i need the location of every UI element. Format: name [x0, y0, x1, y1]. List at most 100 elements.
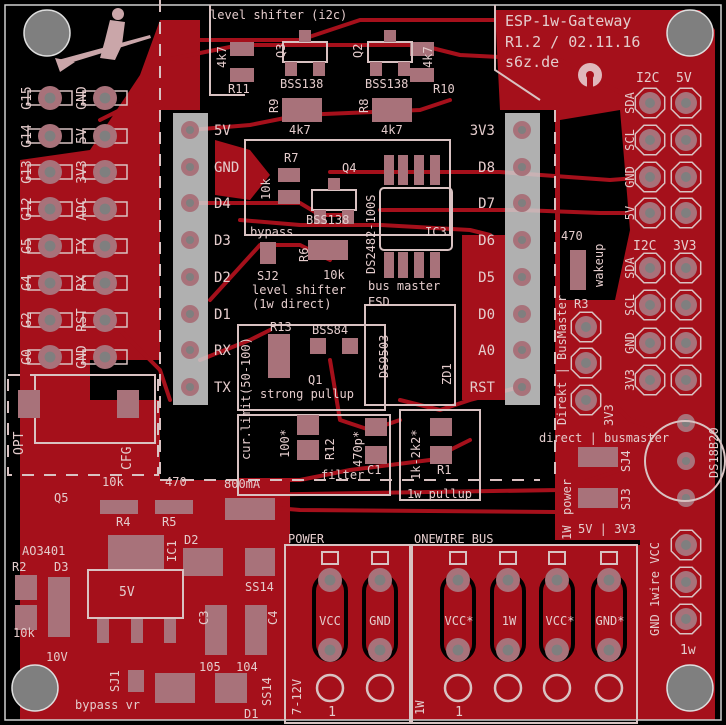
ic1-value: 5V	[119, 585, 135, 600]
c1-label: C1	[367, 463, 381, 477]
ic1-outline	[87, 569, 184, 619]
onewire-side-label: 1W	[413, 700, 427, 715]
r7-value: 10k	[259, 178, 273, 200]
onewire-header-pad-outline	[670, 529, 702, 561]
terminal-gnd: GND	[369, 614, 391, 628]
i2c-5v-5v: 5V	[623, 206, 637, 220]
smd-pad	[430, 418, 452, 436]
terminal-pin-marker	[548, 551, 566, 565]
ds9503-label: DS9503	[377, 335, 391, 378]
esp-right-pad-drill	[517, 125, 527, 135]
smd-pad	[430, 446, 452, 464]
sot23-pin	[384, 30, 396, 42]
smd-pad	[342, 338, 358, 354]
i2c-header-pad-outline	[634, 197, 666, 229]
esp-pin-tx: TX	[214, 380, 231, 396]
esp-right-pad-drill	[517, 345, 527, 355]
i2c-header-pad-drill	[645, 300, 655, 310]
label-gnd-2: GND	[75, 345, 90, 369]
opt-label: OPT	[12, 431, 27, 455]
smd-pad	[117, 390, 139, 418]
r6-value: 10k	[323, 268, 345, 282]
i2c-header-pad-outline	[634, 124, 666, 156]
terminal-pad-drill	[374, 574, 386, 586]
terminal-pad-drill	[502, 574, 514, 586]
i2c-header-pad-outline	[670, 289, 702, 321]
i2c-header-pad-drill	[645, 98, 655, 108]
ic3-outline	[379, 187, 453, 251]
i2c-header-pad-outline	[634, 87, 666, 119]
esp-left-pad-drill	[185, 309, 195, 319]
busmaster-jumper-pad-drill	[581, 395, 591, 405]
q2-value: BSS138	[365, 77, 408, 91]
mounting-holes	[11, 9, 714, 712]
smd-pad	[18, 390, 40, 418]
i2c-header-pad-drill	[645, 135, 655, 145]
esp-pin-labels: 5V GND D4 D3 D2 D1 RX TX 3V3 D8 D7 D6 D5…	[214, 123, 496, 396]
onewire-bus-title: ONEWIRE BUS	[414, 532, 493, 546]
terminal-pad-drill	[603, 574, 615, 586]
left-header-pad-drill	[99, 351, 111, 363]
smd-pad	[308, 240, 348, 260]
i2c-header-pad-drill	[645, 172, 655, 182]
r11-label: R11	[228, 82, 250, 96]
zd1-label: ZD1	[440, 363, 454, 385]
r5-label: R5	[162, 515, 176, 529]
i2c-header-pad-outline	[634, 161, 666, 193]
esp-pin-d2: D2	[214, 270, 231, 286]
i2c-header-pad-outline	[670, 327, 702, 359]
label-g2: G2	[20, 312, 35, 328]
smd-pad	[297, 440, 319, 460]
i2c-header-pad-outline	[670, 161, 702, 193]
esp-left-pad-drill	[185, 198, 195, 208]
label-g5: G5	[20, 238, 35, 254]
component-labels: level shifter (i2c) 4k7 R11 Q3 BSS138 R9…	[12, 8, 721, 721]
label-5v: 5V	[75, 128, 90, 144]
r5-value: 470	[165, 475, 187, 489]
q4-value: BSS138	[306, 213, 349, 227]
power-voltage-label: 7-12V	[290, 679, 304, 715]
ic3-label: IC3	[425, 225, 447, 239]
terminal-pad-drill	[324, 644, 336, 656]
ic3-value: DS2482-100S	[364, 195, 378, 274]
ic1-label: IC1	[165, 540, 179, 562]
esp-pin-d6: D6	[478, 233, 495, 249]
d1-value: SS14	[260, 677, 274, 706]
i2c-header-pad-drill	[681, 98, 691, 108]
esp-pin-d0: D0	[478, 307, 495, 323]
esp-pin-3v3: 3V3	[470, 123, 495, 139]
terminal-labels: POWER ONEWIRE BUS VCC GND VCC* 1W VCC* G…	[288, 532, 624, 720]
sj3-1w-label: 1W	[560, 525, 574, 540]
esp-right-pin-strip	[505, 113, 540, 405]
q4-label: Q4	[342, 161, 356, 175]
smd-pad	[410, 68, 434, 82]
smd-pad	[230, 68, 254, 82]
smd-pad	[15, 575, 37, 600]
label-rst: RST	[75, 308, 90, 332]
r2-label: R2	[12, 560, 26, 574]
left-header-pad-drill	[44, 351, 56, 363]
i2c-header-pad-drill	[681, 375, 691, 385]
cfg-label: CFG	[120, 446, 135, 470]
r1-value: 1k-2k2*	[409, 429, 423, 480]
left-header-pad-drill	[99, 203, 111, 215]
c4-value: 104	[236, 660, 258, 674]
terminal-pin-marker	[371, 551, 389, 565]
left-header-pad-drill	[99, 130, 111, 142]
bus-master-label: bus master	[368, 279, 440, 293]
terminal-pad-drill	[374, 644, 386, 656]
label-g14: G14	[20, 124, 35, 148]
esp-right-pad-drill	[517, 235, 527, 245]
board-title: ESP-1w-Gateway	[505, 12, 631, 30]
smd-pad	[410, 42, 434, 56]
i2c-3v3-scl: SCL	[623, 294, 637, 316]
power-select-label: power	[560, 479, 574, 515]
terminal-screw	[542, 673, 572, 703]
smd-pad	[155, 673, 195, 703]
r9-label: R9	[267, 99, 281, 113]
smd-pad	[155, 500, 193, 514]
c4-label: C4	[266, 611, 280, 625]
c3-label: C3	[197, 611, 211, 625]
left-header-pad-drill	[99, 314, 111, 326]
i2c-header-pad-outline	[634, 364, 666, 396]
